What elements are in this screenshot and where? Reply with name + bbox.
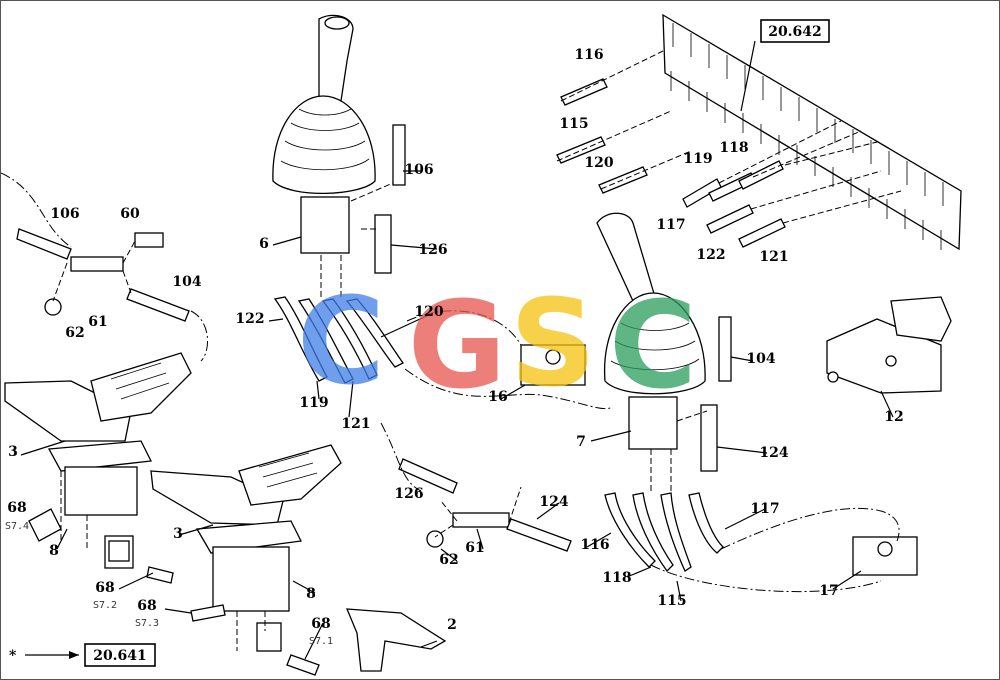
callout-3a[interactable]: 3	[8, 444, 18, 460]
callout-7[interactable]: 7	[576, 434, 586, 450]
callout-8b[interactable]: 8	[306, 586, 316, 602]
callout-3b[interactable]: 3	[173, 526, 183, 542]
callout-16[interactable]: 16	[488, 389, 507, 405]
callout-120b[interactable]: 120	[414, 304, 443, 320]
callout-68d[interactable]: 68	[311, 616, 330, 632]
fittings-center	[398, 458, 572, 552]
callout-117b[interactable]: 117	[750, 501, 779, 517]
callout-124a[interactable]: 124	[759, 445, 788, 461]
callout-62a[interactable]: 62	[65, 325, 84, 341]
sensor-label-73: S7.3	[135, 618, 159, 629]
callout-2[interactable]: 2	[447, 617, 457, 633]
callout-17[interactable]: 17	[819, 583, 838, 599]
valve-12	[826, 296, 952, 394]
reference-top-label[interactable]: 20.642	[768, 24, 822, 40]
callout-115a[interactable]: 115	[559, 116, 588, 132]
joystick-7	[596, 212, 706, 450]
terminal-strip	[662, 13, 962, 251]
callout-119a[interactable]: 119	[683, 151, 712, 167]
callout-118b[interactable]: 118	[602, 570, 631, 586]
sensor-label-74: S7.4	[5, 521, 29, 532]
callout-61a[interactable]: 61	[88, 314, 107, 330]
fittings-left	[16, 228, 190, 322]
sensor-label-72: S7.2	[93, 600, 117, 611]
callout-68c[interactable]: 68	[137, 598, 156, 614]
callout-126a[interactable]: 126	[418, 242, 447, 258]
callout-68a[interactable]: 68	[7, 500, 26, 516]
callout-121b[interactable]: 121	[341, 416, 370, 432]
callout-118a[interactable]: 118	[719, 140, 748, 156]
callout-120a[interactable]: 120	[584, 155, 613, 171]
callout-6[interactable]: 6	[259, 236, 269, 252]
dashed-connectors	[1, 50, 902, 651]
callout-121a[interactable]: 121	[759, 249, 788, 265]
hoses	[273, 296, 724, 572]
misc-parts	[28, 124, 732, 676]
joystick-6	[272, 14, 376, 254]
callout-8a[interactable]: 8	[49, 543, 59, 559]
reference-box-bottom[interactable]: 20.641	[84, 643, 156, 667]
callout-116a[interactable]: 116	[574, 47, 603, 63]
callout-124b[interactable]: 124	[539, 494, 568, 510]
callout-12[interactable]: 12	[884, 409, 903, 425]
callout-119b[interactable]: 119	[299, 395, 328, 411]
callout-62b[interactable]: 62	[439, 552, 458, 568]
block-16	[520, 344, 586, 386]
callout-104b[interactable]: 104	[746, 351, 775, 367]
watermark-letter: G	[408, 277, 507, 416]
callout-117a[interactable]: 117	[656, 217, 685, 233]
callout-106a[interactable]: 106	[404, 162, 433, 178]
watermark-letter: C	[297, 273, 385, 412]
watermark-letter: S	[510, 275, 596, 414]
callout-68b[interactable]: 68	[95, 580, 114, 596]
pedal-3a	[4, 352, 192, 569]
pedal-3b	[150, 444, 342, 652]
callout-115b[interactable]: 115	[657, 593, 686, 609]
block-17	[852, 536, 918, 576]
leader-lines	[20, 40, 894, 660]
callout-126b[interactable]: 126	[394, 486, 423, 502]
reference-box-top[interactable]: 20.642	[760, 19, 830, 43]
callout-106b[interactable]: 106	[50, 206, 79, 222]
callout-60[interactable]: 60	[120, 206, 140, 222]
reference-bottom-label[interactable]: 20.641	[93, 648, 147, 664]
reference-asterisk: *	[9, 648, 17, 664]
sensor-label-71: S7.1	[309, 636, 333, 647]
callout-122b[interactable]: 122	[235, 311, 264, 327]
callout-116b[interactable]: 116	[580, 537, 609, 553]
callout-104a[interactable]: 104	[172, 274, 201, 290]
callout-61b[interactable]: 61	[465, 540, 484, 556]
callout-122a[interactable]: 122	[696, 247, 725, 263]
watermark-letter: C	[609, 277, 697, 416]
